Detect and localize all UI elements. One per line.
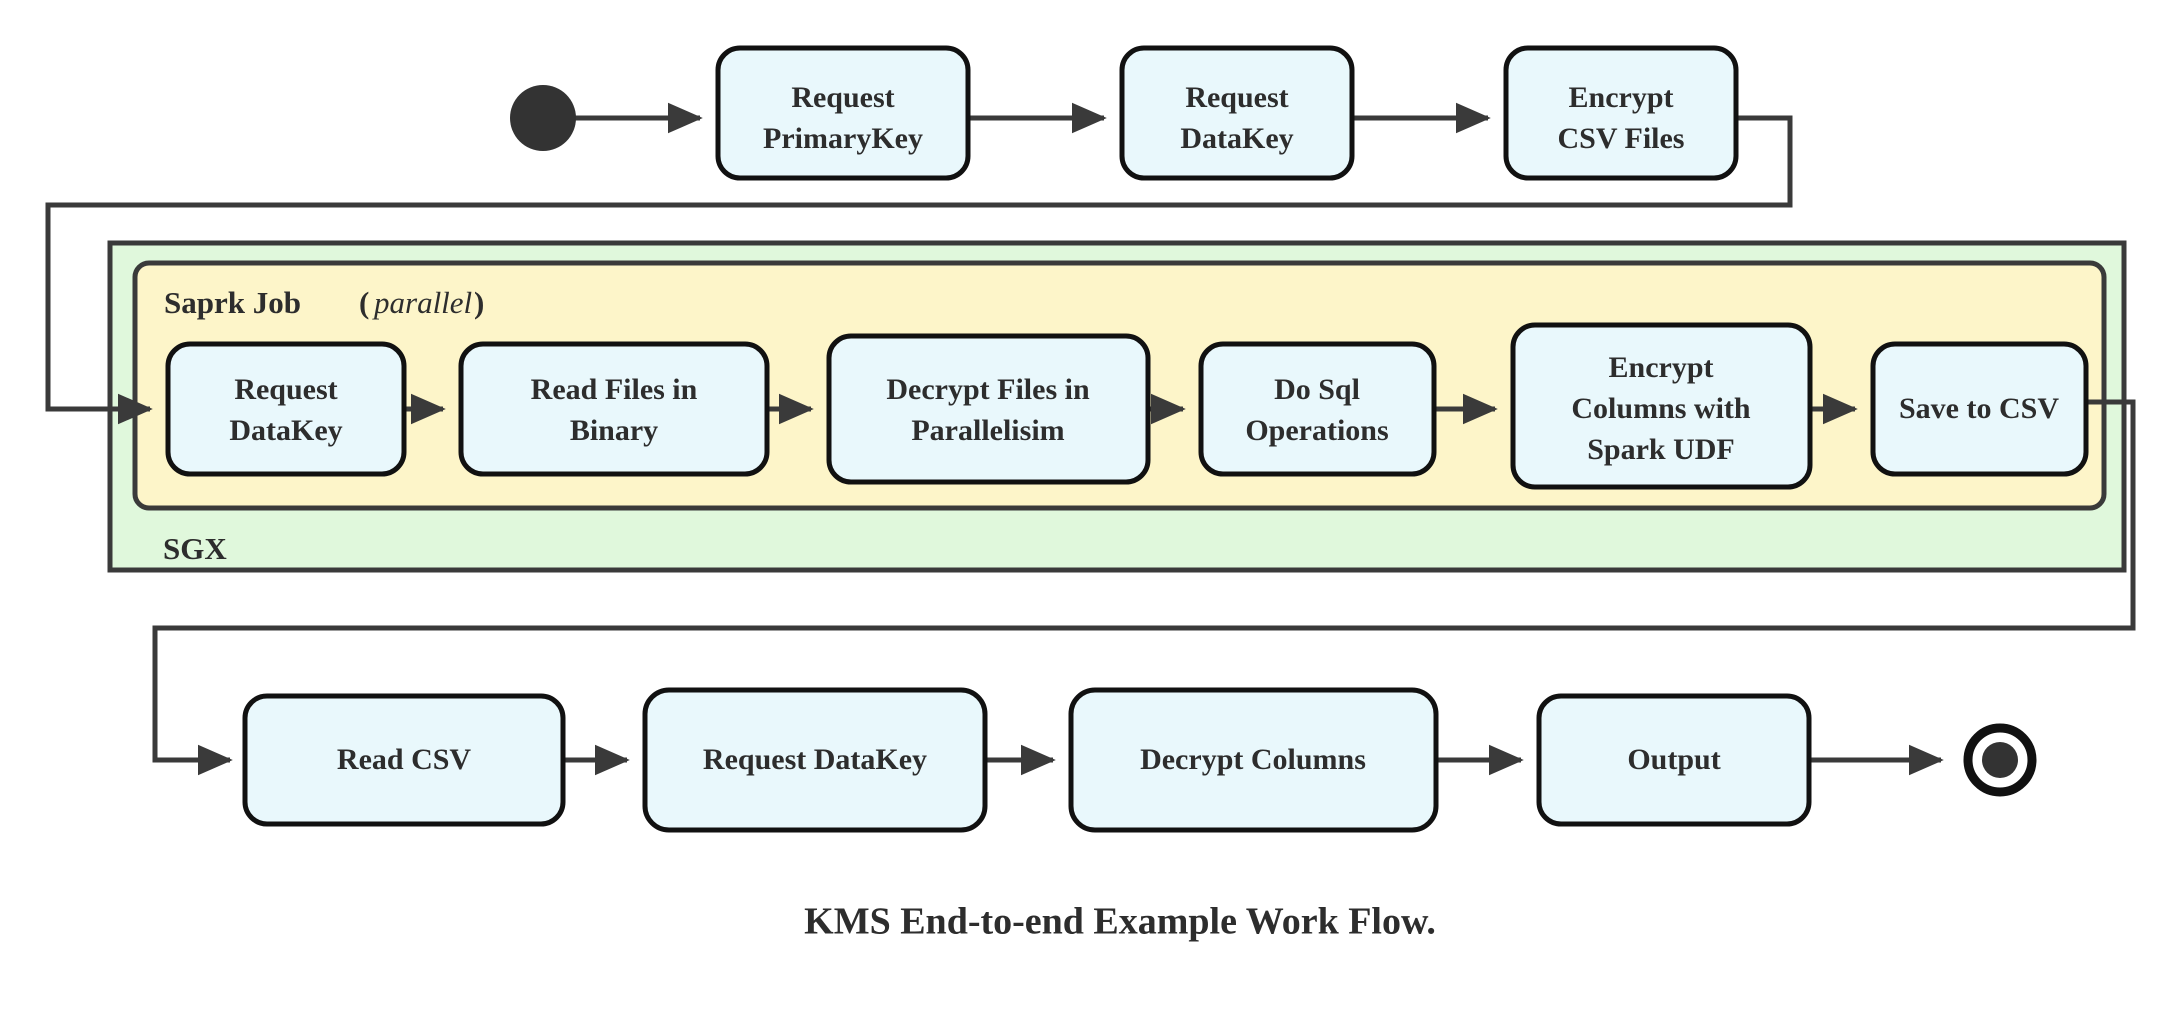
node-decrypt-columns-rect[interactable] — [1068, 687, 1439, 833]
node-do-sql-operations-rect[interactable] — [1198, 341, 1437, 477]
node-encrypt-csv-files-line2: CSV Files — [1558, 122, 1685, 155]
node-decrypt-files-in-parallelisim-rect[interactable] — [826, 333, 1151, 485]
end-node-ring — [1963, 723, 2037, 797]
node-read-files-in-binary[interactable]: Read Files in Binary — [458, 341, 770, 477]
node-request-datakey-top-line2: DataKey — [1180, 122, 1293, 155]
node-read-files-in-binary-line1: Read Files in — [531, 373, 698, 406]
node-encrypt-csv-files-rect[interactable] — [1503, 45, 1739, 181]
node-read-files-in-binary-rect[interactable] — [458, 341, 770, 477]
node-save-to-csv-rect[interactable] — [1870, 341, 2089, 477]
node-request-datakey-top-line1: Request — [1185, 81, 1288, 114]
edge-encrypt-csv-files-to-spark-request-datakey — [45, 115, 1793, 425]
node-request-primarykey-line2: PrimaryKey — [763, 122, 923, 155]
node-encrypt-columns-line1: Encrypt — [1609, 351, 1714, 384]
node-request-datakey-spark-rect[interactable] — [165, 341, 407, 477]
spark-job-parallel-label: parallel — [372, 285, 472, 320]
node-do-sql-operations-line1: Do Sql — [1274, 373, 1360, 406]
node-request-datakey-bottom[interactable]: Request DataKey — [642, 687, 988, 833]
node-decrypt-files-in-parallelisim-line1: Decrypt Files in — [886, 373, 1090, 406]
node-request-primarykey[interactable]: Request PrimaryKey — [715, 45, 971, 181]
node-do-sql-operations-line2: Operations — [1245, 414, 1388, 447]
node-request-datakey-top[interactable]: Request DataKey — [1119, 45, 1355, 181]
node-decrypt-columns-label: Decrypt Columns — [1140, 743, 1366, 776]
node-request-primarykey-line1: Request — [791, 81, 894, 114]
node-request-datakey-spark-line2: DataKey — [229, 414, 342, 447]
node-request-datakey-bottom-rect[interactable] — [642, 687, 988, 833]
node-encrypt-csv-files-line1: Encrypt — [1569, 81, 1674, 114]
node-read-csv-label: Read CSV — [337, 743, 472, 776]
node-read-files-in-binary-line2: Binary — [570, 414, 658, 447]
node-request-datakey-spark-line1: Request — [234, 373, 337, 406]
node-encrypt-columns-line3: Spark UDF — [1587, 433, 1735, 466]
node-request-datakey-bottom-label: Request DataKey — [703, 743, 927, 776]
node-save-to-csv[interactable]: Save to CSV — [1870, 341, 2089, 477]
node-request-datakey-spark[interactable]: Request DataKey — [165, 341, 407, 477]
node-output-label: Output — [1627, 743, 1720, 776]
node-encrypt-columns-with-spark-udf-rect[interactable] — [1510, 322, 1813, 490]
edge-save-to-csv-to-read-csv — [152, 399, 2136, 776]
node-decrypt-columns[interactable]: Decrypt Columns — [1068, 687, 1439, 833]
node-request-primarykey-rect[interactable] — [715, 45, 971, 181]
end-node — [1963, 723, 2037, 797]
figure-caption: KMS End-to-end Example Work Flow. — [804, 901, 1436, 943]
sgx-group-label: SGX — [163, 531, 227, 566]
spark-job-group-label: Saprk Job — [164, 285, 301, 320]
spark-job-paren-close: ) — [474, 285, 484, 320]
node-request-datakey-top-rect[interactable] — [1119, 45, 1355, 181]
end-node-core — [1982, 742, 2018, 778]
node-output[interactable]: Output — [1536, 693, 1812, 827]
start-node — [510, 85, 576, 151]
node-encrypt-csv-files[interactable]: Encrypt CSV Files — [1503, 45, 1739, 181]
spark-job-paren-open: ( — [359, 285, 369, 320]
node-save-to-csv-label: Save to CSV — [1899, 392, 2059, 425]
node-encrypt-columns-line2: Columns with — [1571, 392, 1751, 425]
node-encrypt-columns-with-spark-udf[interactable]: Encrypt Columns with Spark UDF — [1510, 322, 1813, 490]
node-decrypt-files-in-parallelisim-line2: Parallelisim — [911, 414, 1064, 447]
node-do-sql-operations[interactable]: Do Sql Operations — [1198, 341, 1437, 477]
node-output-rect[interactable] — [1536, 693, 1812, 827]
node-read-csv[interactable]: Read CSV — [242, 693, 566, 827]
node-decrypt-files-in-parallelisim[interactable]: Decrypt Files in Parallelisim — [826, 333, 1151, 485]
node-read-csv-rect[interactable] — [242, 693, 566, 827]
